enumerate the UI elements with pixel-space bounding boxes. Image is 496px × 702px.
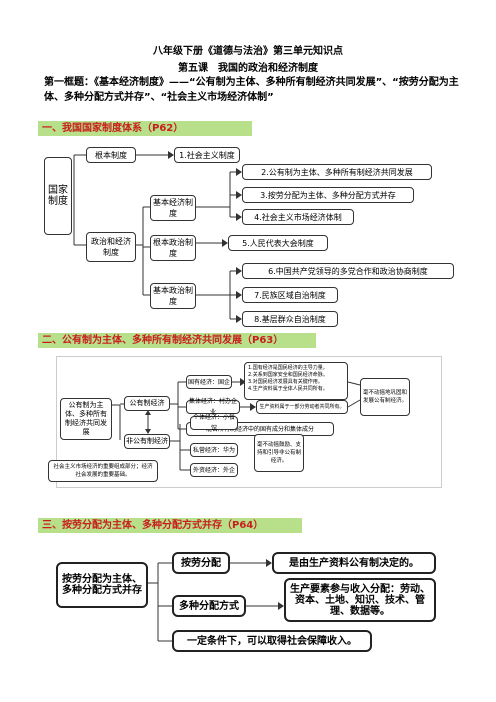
state-note-3: 3.对国民经济发展具有关键作用。: [248, 379, 323, 385]
node-nonpublic-economy: 非公有制经济: [124, 434, 170, 449]
node-fundamental-political-system: 根本政治制度: [150, 235, 196, 261]
node-distribution-root: 按劳分配为主体、多种分配方式并存: [56, 562, 148, 608]
node-state-system: 国家制度: [44, 157, 72, 235]
nonpublic-economy-note: 毫不动摇鼓励、支持和引导非公有制经济。: [254, 434, 304, 472]
node-collective-economy: 集体经济：村办企业: [186, 398, 240, 416]
section1-heading: 一、我国国家制度体系（P62）: [38, 121, 252, 136]
node-item-7: 7.民族区域自治制度: [242, 287, 338, 303]
node-political-economic-system: 政治和经济制度: [86, 232, 136, 262]
node-item-5: 5.人民代表大会制度: [228, 235, 328, 251]
node-item-8: 8.基层群众自治制度: [242, 311, 338, 327]
collective-note: 生产资料属于一部分劳动者共同所有。: [256, 400, 348, 414]
document-title: 八年级下册《道德与法治》第三单元知识点: [153, 46, 343, 57]
node-basic-political-system: 基本政治制度: [150, 283, 196, 309]
node-state-economy: 国有经济：国企: [186, 375, 232, 389]
node-item-1: 1.社会主义制度: [174, 147, 240, 163]
node-individual-economy: 个体经济：小餐馆: [190, 414, 238, 432]
lesson-title: 第五课 我国的政治和经济制度: [178, 63, 318, 74]
node-item-3: 3.按劳分配为主体、多种分配方式并存: [242, 187, 414, 203]
state-note-4: 4.生产资料属于全体人民共同所有。: [248, 386, 328, 392]
node-item-6: 6.中国共产党领导的多党合作和政治协商制度: [242, 263, 454, 279]
node-foreign-economy: 外资经济：外企: [190, 463, 238, 477]
node-private-economy: 私营经济：华为: [190, 443, 238, 457]
public-economy-note: 毫不动摇地巩固和发展公有制经济。: [360, 378, 410, 416]
social-security-income: 一定条件下，可以取得社会保障收入。: [172, 630, 372, 652]
labor-distribution-note: 是由生产资料公有制决定的。: [272, 552, 436, 574]
node-basic-economic-system: 基本经济制度: [150, 195, 196, 221]
section3-heading: 三、按劳分配为主体、多种分配方式并存（P64）: [38, 518, 302, 533]
node-multiple-distribution: 多种分配方式: [172, 595, 246, 617]
section2-diagram-frame: [56, 356, 442, 488]
node-item-2: 2.公有制为主体、多种所有制经济共同发展: [242, 164, 432, 180]
node-ownership-root: 公有制为主体、多种所有制经济共同发展: [60, 398, 112, 440]
section2-heading: 二、公有制为主体、多种所有制经济共同发展（P63）: [38, 333, 316, 348]
state-note-1: 1.国有经济是国民经济的主导力量。: [248, 365, 328, 371]
state-economy-notes: 1.国有经济是国民经济的主导力量。 2.关系到国家安全和国民经济命脉。 3.对国…: [244, 362, 348, 400]
node-item-4: 4.社会主义市场经济体制: [242, 209, 354, 225]
multiple-distribution-note: 生产要素参与收入分配：劳动、资本、土地、知识、技术、管理、数据等。: [284, 578, 436, 622]
node-labor-distribution: 按劳分配: [172, 552, 230, 574]
state-note-2: 2.关系到国家安全和国民经济命脉。: [248, 372, 328, 378]
node-public-economy: 公有制经济: [124, 396, 170, 411]
bottom-note: 社会主义市场经济的重要组成部分；经济社会发展的重要基础。: [48, 460, 158, 482]
intro-text: 第一框题：《基本经济制度》——“公有制为主体、多种所有制经济共同发展”、“按劳分…: [44, 77, 459, 103]
node-fundamental-system: 根本制度: [86, 147, 136, 163]
